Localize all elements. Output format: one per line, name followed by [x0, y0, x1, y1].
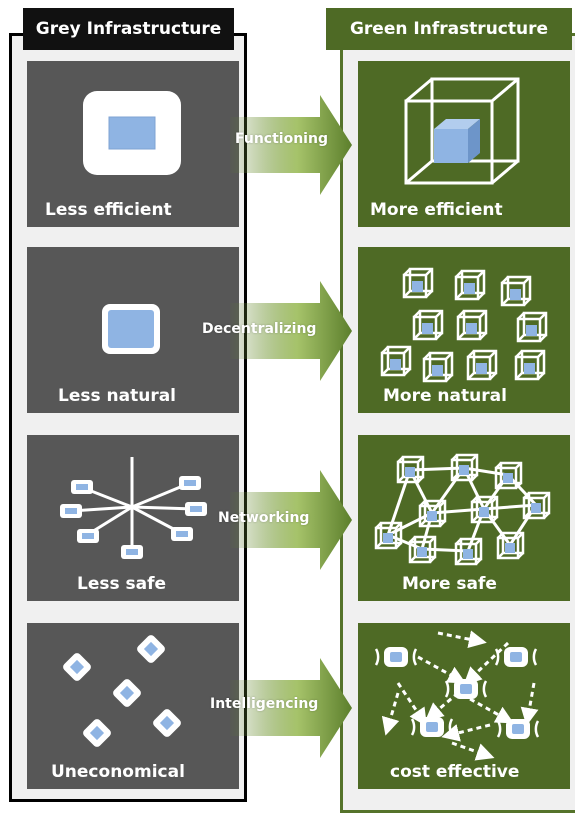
distributed-cubes-icon [380, 267, 548, 383]
green-label-natural: More natural [383, 386, 507, 406]
arrow-networking-shape [230, 470, 352, 570]
transition-decentralizing: Decentralizing [202, 321, 317, 337]
grey-infrastructure-header: Grey Infrastructure [23, 8, 234, 50]
grey-panel-natural: Less natural [27, 247, 239, 413]
arrow-networking: Networking [218, 470, 352, 570]
arrow-intelligencing: Intelligencing [210, 658, 352, 758]
mesh-network-icon [374, 453, 551, 566]
small-box-icon [102, 304, 160, 354]
star-network-icon [60, 457, 207, 559]
smart-network-icon [374, 630, 540, 761]
arrow-intelligencing-shape [230, 658, 352, 758]
grey-panel-efficiency: Less efficient [27, 61, 239, 227]
green-panel-natural: More natural [358, 247, 570, 413]
grey-panel-economy: Uneconomical [27, 623, 239, 789]
green-panel-economy: cost effective [358, 623, 570, 789]
green-panel-efficiency: More efficient [358, 61, 570, 227]
green-panel-safe: More safe [358, 435, 570, 601]
transition-networking: Networking [218, 510, 310, 526]
single-box-icon [83, 91, 181, 175]
scattered-nodes-icon [61, 633, 183, 749]
green-infrastructure-header: Green Infrastructure [326, 8, 572, 50]
arrow-functioning: Functioning [230, 95, 352, 195]
grey-label-efficiency: Less efficient [45, 200, 172, 220]
large-cube-icon [404, 77, 520, 185]
grey-label-natural: Less natural [58, 386, 177, 406]
arrow-decentralizing: Decentralizing [202, 281, 352, 381]
transition-functioning: Functioning [235, 131, 328, 147]
grey-panel-safe: Less safe [27, 435, 239, 601]
arrow-decentralizing-shape [230, 281, 352, 381]
grey-label-safe: Less safe [77, 574, 167, 594]
green-label-safe: More safe [402, 574, 497, 594]
transition-intelligencing: Intelligencing [210, 696, 319, 712]
arrow-functioning-shape [230, 95, 352, 195]
grey-label-economy: Uneconomical [51, 762, 185, 782]
green-label-economy: cost effective [390, 762, 520, 782]
green-label-efficiency: More efficient [370, 200, 503, 220]
